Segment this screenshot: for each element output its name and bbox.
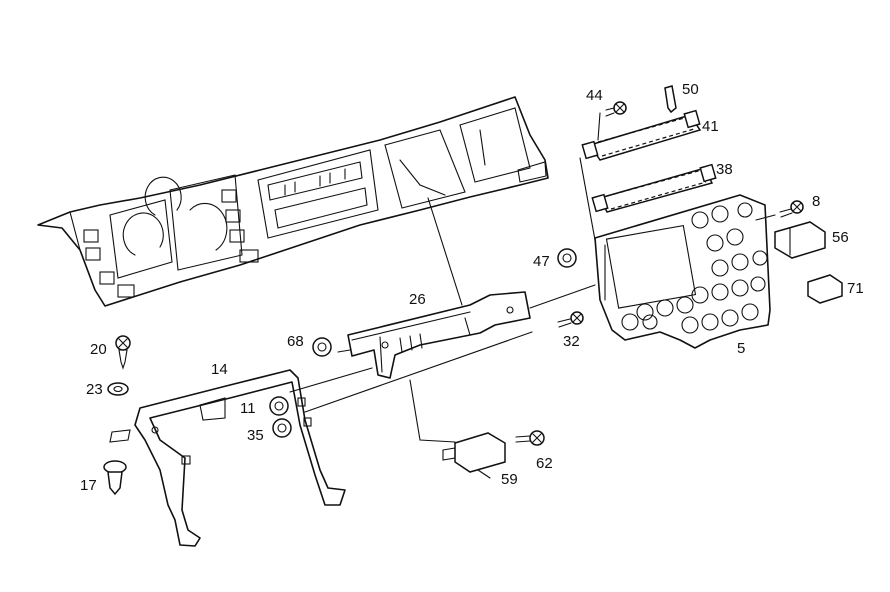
callout-17: 17 — [80, 477, 97, 494]
callout-35: 35 — [247, 427, 264, 444]
screw-62 — [515, 430, 545, 446]
callout-14: 14 — [211, 361, 228, 378]
callout-59: 59 — [501, 471, 518, 488]
nut-47 — [557, 248, 577, 268]
callout-44: 44 — [586, 87, 603, 104]
left-bracket — [109, 369, 346, 547]
washer-23 — [107, 382, 129, 396]
dashboard-panel — [37, 96, 549, 307]
callout-11: 11 — [240, 400, 256, 417]
callout-38: 38 — [716, 161, 733, 178]
callout-23: 23 — [86, 381, 103, 398]
leader-lines — [289, 112, 776, 443]
callout-71: 71 — [847, 280, 864, 297]
clip-17 — [103, 460, 127, 496]
nut-68 — [312, 337, 332, 357]
relay-59 — [442, 432, 506, 479]
callout-26: 26 — [409, 291, 426, 308]
callout-62: 62 — [536, 455, 553, 472]
callout-47: 47 — [533, 253, 550, 270]
screw-32 — [557, 311, 584, 328]
callout-41: 41 — [702, 118, 719, 135]
relay-56 — [774, 221, 826, 259]
instrument-board — [594, 194, 771, 349]
nut-11 — [269, 396, 289, 416]
rail-38 — [591, 163, 717, 213]
callout-8: 8 — [812, 193, 821, 210]
screw-8 — [779, 200, 804, 218]
center-bracket — [347, 291, 531, 379]
pin-50 — [664, 85, 677, 114]
leader-41-board — [579, 157, 596, 241]
relay-71 — [807, 274, 843, 304]
rail-41 — [581, 109, 702, 161]
screw-44 — [605, 101, 627, 117]
callout-32: 32 — [563, 333, 580, 350]
callout-50: 50 — [682, 81, 699, 98]
screw-20 — [115, 335, 131, 370]
callout-20: 20 — [90, 341, 107, 358]
callout-5: 5 — [737, 340, 746, 357]
callout-68: 68 — [287, 333, 304, 350]
callout-56: 56 — [832, 229, 849, 246]
nut-35 — [272, 418, 292, 438]
